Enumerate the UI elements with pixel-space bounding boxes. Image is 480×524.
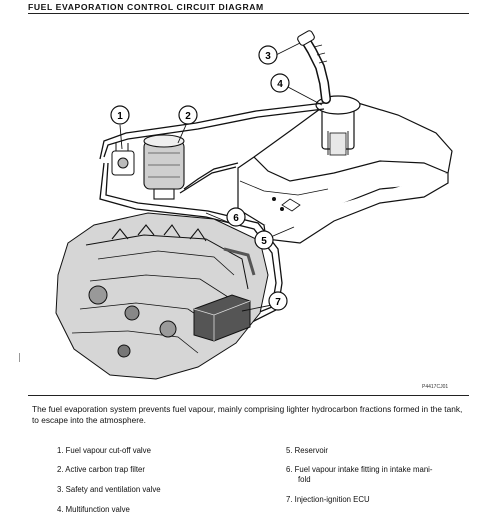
svg-text:1: 1 <box>117 111 123 122</box>
fuel-evaporation-diagram: 1 2 3 4 5 6 7 <box>55 30 453 380</box>
legend-item-5: 5. Reservoir <box>286 446 329 455</box>
svg-text:7: 7 <box>275 297 281 308</box>
svg-text:6: 6 <box>233 213 239 224</box>
svg-text:4: 4 <box>277 79 283 90</box>
callout-6: 6 <box>226 207 246 227</box>
filler-neck <box>297 30 331 104</box>
legend-item-6-continued: fold <box>298 475 311 484</box>
legend-item-3: 3. Safety and ventilation valve <box>57 485 161 494</box>
top-divider <box>28 13 469 14</box>
legend-item-4: 4. Multifunction valve <box>57 505 130 514</box>
callout-1: 1 <box>110 105 130 125</box>
legend-item-1: 1. Fuel vapour cut-off valve <box>57 446 151 455</box>
ecu <box>193 294 251 342</box>
callout-2: 2 <box>178 105 198 125</box>
legend-item-6: 6. Fuel vapour intake fitting in intake … <box>286 465 433 474</box>
description-paragraph: The fuel evaporation system prevents fue… <box>32 404 463 425</box>
legend-item-7: 7. Injection-ignition ECU <box>286 495 370 504</box>
callout-4: 4 <box>270 73 290 93</box>
leader-lines <box>119 42 323 312</box>
svg-text:3: 3 <box>265 51 271 62</box>
carbon-trap-filter <box>143 134 185 200</box>
page-title: FUEL EVAPORATION CONTROL CIRCUIT DIAGRAM <box>28 2 264 12</box>
margin-mark <box>19 353 20 362</box>
svg-text:5: 5 <box>261 236 267 247</box>
cut-off-valve <box>111 143 135 176</box>
figure-bottom-divider <box>28 395 469 396</box>
figure-reference-code: P4417CJ01 <box>422 384 449 390</box>
legend-item-2: 2. Active carbon trap filter <box>57 465 145 474</box>
fuel-tank <box>237 95 453 244</box>
callout-3: 3 <box>258 45 278 65</box>
svg-text:2: 2 <box>185 111 191 122</box>
callout-7: 7 <box>268 291 288 311</box>
callout-5: 5 <box>254 230 274 250</box>
